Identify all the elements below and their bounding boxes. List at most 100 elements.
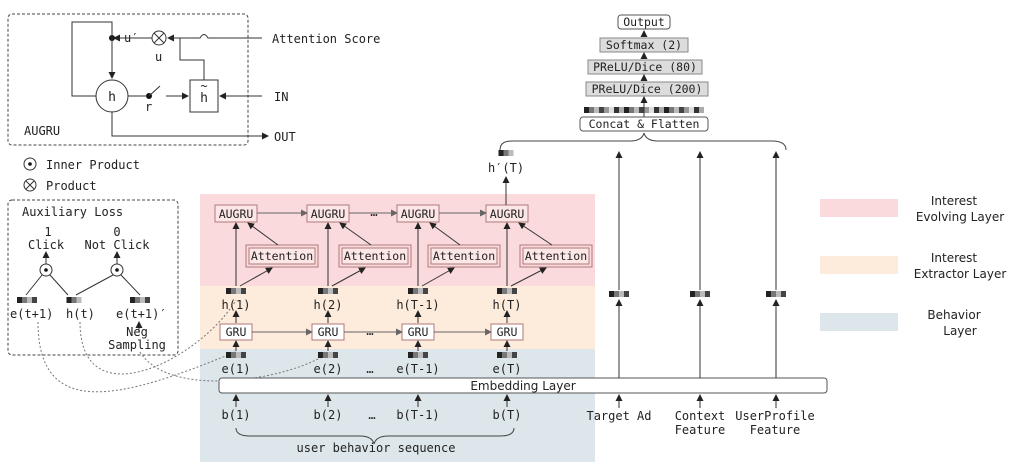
hidden-state-vector-cell (507, 288, 512, 294)
target-ad-vector (609, 291, 629, 297)
hidden-state-vector-cell (418, 288, 423, 294)
aux-vector-epos (17, 297, 37, 303)
attention-score-wire (167, 34, 262, 42)
profile-feature-vector (766, 291, 786, 297)
output-label: Output (623, 15, 665, 29)
profile-feature-vector-cell (781, 291, 786, 297)
concat-cells-cell (609, 107, 614, 113)
attention-box-inner (248, 247, 316, 265)
embedding-vector-cell (413, 352, 418, 358)
embedding-vector-cell (408, 352, 413, 358)
behavior-ellipsis: … (368, 408, 375, 422)
context-feature-vector-cell (695, 291, 700, 297)
attention-to-augru-arrow (518, 222, 553, 246)
aux-link-curve-3 (139, 351, 331, 382)
top-stack: Output Softmax (2) PReLU/Dice (80) PReLU… (499, 14, 787, 151)
attention-label: Attention (525, 249, 587, 263)
context-feature-vector-cell (700, 291, 705, 297)
hidden-state-vector-cell (502, 288, 507, 294)
concat-cells-cell (664, 107, 669, 113)
product-icon-cross (25, 180, 35, 190)
concat-cells-cell (619, 107, 624, 113)
profile-feature-label-1: UserProfile (735, 409, 814, 423)
aux-eneg-cells-cell (135, 297, 140, 303)
product-label: Product (46, 179, 97, 193)
prelu-80-label: PReLU/Dice (80) (593, 60, 697, 74)
hidden-state-vector-cell (408, 288, 413, 294)
h-tilde-label: h (200, 91, 208, 106)
augru-label: AUGRU (219, 207, 254, 221)
augru-panel-title: AUGRU (24, 124, 60, 138)
attention-to-augru-arrow (429, 222, 461, 246)
layer-legend: Interest Evolving Layer Interest Extract… (820, 194, 1006, 338)
profile-feature-label-2: Feature (750, 423, 801, 437)
concat-cells-cell (644, 107, 649, 113)
embedding-vector-cell (231, 352, 236, 358)
embedding-vector (318, 352, 338, 358)
r-switch-wire (148, 85, 161, 97)
aux-ht-cells-cell (76, 297, 82, 303)
profile-feature-vector-cell (776, 291, 781, 297)
aux-vector-eneg (130, 297, 150, 303)
concat-cells (584, 107, 704, 113)
profile-feature-vector-cell (771, 291, 776, 297)
concat-cells-cell (689, 107, 694, 113)
concat-cells-cell (654, 107, 659, 113)
aux-epos-cells-cell (22, 297, 27, 303)
h-final-cells-cell (508, 150, 514, 156)
h-t-label: h(t) (66, 307, 95, 321)
hidden-state-vector-cell (413, 288, 418, 294)
inner-product-node-pos-dot (44, 268, 48, 272)
interest-extractor-band (200, 286, 595, 349)
e-pos-label: e(t+1) (10, 307, 53, 321)
concat-cells-cell (699, 107, 704, 113)
attention-to-augru-arrow (339, 222, 372, 246)
concat-cells-cell (594, 107, 599, 113)
embedding-output-label: e(1) (222, 362, 251, 376)
hidden-state-vector-cell (328, 288, 333, 294)
concat-cells-cell (599, 107, 604, 113)
htilde-to-product-wire (168, 37, 205, 80)
aux-epos-cells-cell (27, 297, 32, 303)
concat-box (579, 116, 709, 132)
not-click-label: Not Click (84, 238, 150, 252)
hidden-state-vector-cell (423, 288, 428, 294)
aux-ht-cells (66, 297, 82, 303)
embedding-vector-cell (512, 352, 517, 358)
concat-cells-cell (614, 107, 619, 113)
embedding-vector (497, 352, 517, 358)
gru-label: GRU (408, 325, 429, 339)
embedding-output-label: e(T-1) (396, 362, 439, 376)
eneg-to-negnode (120, 274, 141, 296)
concat-cells-cell (634, 107, 639, 113)
h-to-attention-arrow (510, 267, 547, 287)
embedding-vector-cell (328, 352, 333, 358)
embedding-layer-label: Embedding Layer (470, 379, 575, 393)
gru-ellipsis: … (366, 324, 373, 338)
augru-label: AUGRU (311, 207, 346, 221)
hidden-state-vector-cell (323, 288, 328, 294)
embedding-output-label: e(T) (493, 362, 522, 376)
legend-behavior-1: Behavior (927, 308, 980, 322)
concat-cells-cell (684, 107, 689, 113)
legend-evolving-1: Interest (931, 194, 978, 208)
hidden-state-vector (226, 288, 246, 294)
target-ad-vector-cell (614, 291, 619, 297)
symbol-legend: Inner Product Product (23, 157, 140, 193)
neg-sampling-label-2: Sampling (108, 338, 166, 352)
context-feature-label-2: Feature (675, 423, 726, 437)
target-ad-label: Target Ad (586, 409, 651, 423)
legend-extractor-1: Interest (931, 251, 978, 265)
attention-box-inner (341, 247, 409, 265)
hidden-state-vector-cell (226, 288, 231, 294)
hidden-state-label: h(T-1) (396, 298, 439, 312)
augru-label: AUGRU (490, 207, 525, 221)
embedding-output-label: e(2) (314, 362, 343, 376)
aux-vector-ht (66, 297, 82, 303)
concat-vector (584, 107, 704, 113)
sequence-label: user behavior sequence (297, 441, 456, 455)
h-to-attention-arrow (331, 267, 366, 287)
prelu-200-label: PReLU/Dice (200) (592, 82, 703, 96)
hidden-state-vector-cell (241, 288, 246, 294)
